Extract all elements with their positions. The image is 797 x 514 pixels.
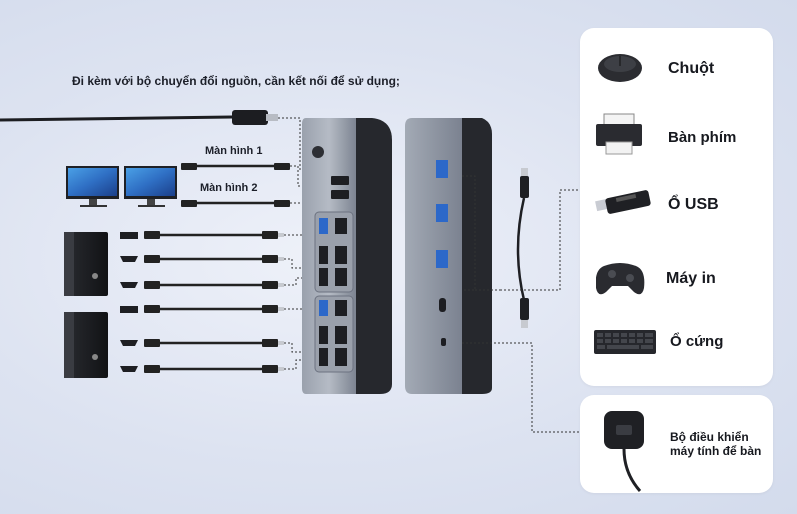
- monitor-1-label: Màn hình 1: [205, 145, 263, 157]
- controller-label-line2: máy tính để bàn: [670, 444, 762, 458]
- pc-tower-icons: [64, 232, 108, 378]
- keyboard-icon: [594, 330, 656, 354]
- port-type-glyphs: [120, 232, 138, 372]
- gamepad-icon: [596, 263, 645, 295]
- peripheral-label-mouse: Chuột: [668, 60, 715, 77]
- kvm-switch-input-side: [302, 118, 392, 394]
- pc-cables: [144, 231, 312, 373]
- peripheral-label-keyboard: Bàn phím: [668, 129, 737, 146]
- peripherals-panel: Chuột Bàn phím Ổ USB Máy in Ổ cứng: [580, 28, 773, 386]
- power-cable: [0, 110, 301, 170]
- monitor-icons: [66, 166, 177, 207]
- usb-drive-icon: [595, 190, 651, 214]
- mouse-icon: [598, 54, 642, 82]
- printer-icon: [596, 113, 642, 155]
- desktop-controller-icon: [604, 411, 644, 492]
- power-adapter-note: Đi kèm với bộ chuyển đổi nguồn, cần kết …: [72, 74, 400, 88]
- peripheral-label-hdd: Ổ cứng: [670, 333, 724, 350]
- peripheral-label-usb: Ổ USB: [668, 196, 719, 213]
- controller-panel: Bộ điều khiển máy tính để bàn: [580, 395, 773, 493]
- monitor-2-label: Màn hình 2: [200, 182, 258, 194]
- usb-cable: [500, 168, 580, 328]
- monitor-cables: [181, 163, 312, 207]
- controller-label-line1: Bộ điều khiển: [670, 430, 749, 444]
- peripheral-label-printer: Máy in: [666, 270, 716, 287]
- kvm-switch-output-side: [405, 118, 500, 394]
